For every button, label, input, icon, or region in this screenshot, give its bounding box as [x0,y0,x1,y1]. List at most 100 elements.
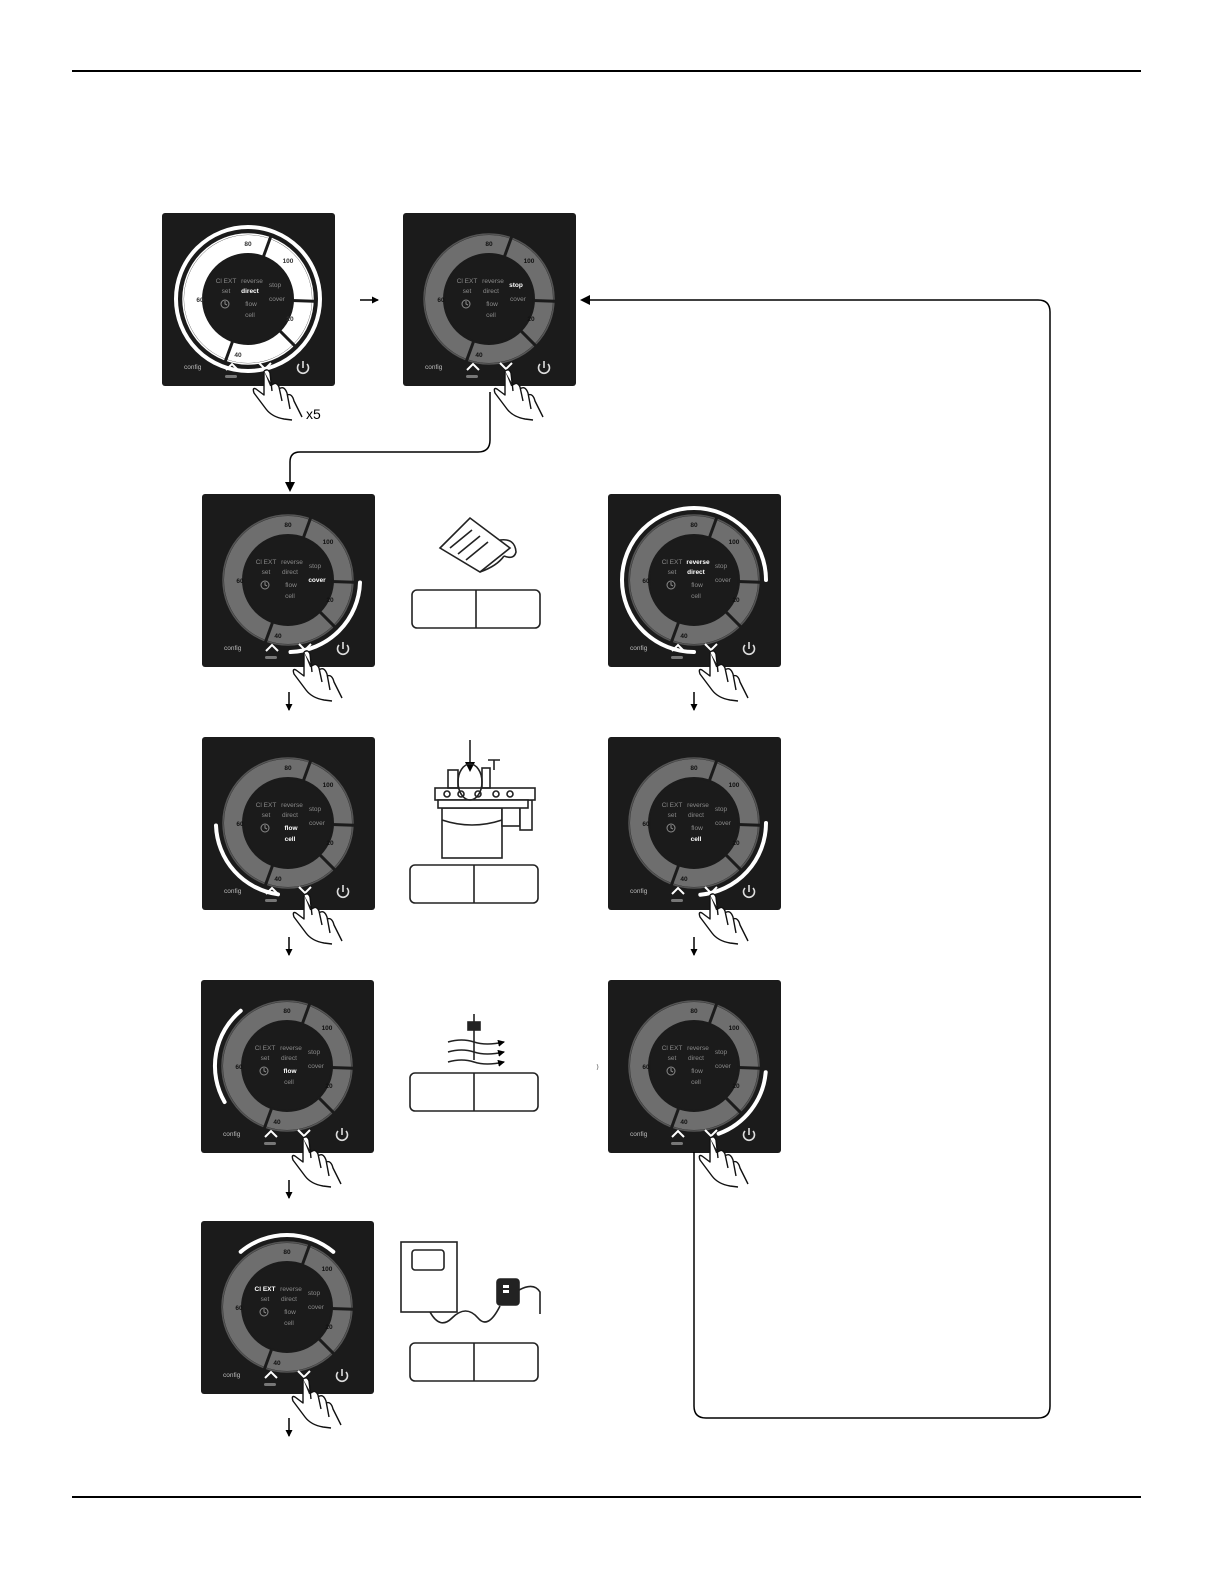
dial-number: 60 [642,821,650,828]
up-arrow-icon[interactable] [671,643,685,652]
mode-label: stop [308,1290,321,1297]
mode-label: stop [308,1049,321,1056]
mode-label: direct [688,812,704,819]
dial-center [244,536,332,624]
dial-separator [301,760,312,783]
arrow-p2-p3 [285,392,491,492]
mode-label: flow [284,1068,298,1075]
mode-label: reverse [687,1045,709,1052]
dial-number: 100 [323,782,334,789]
dial-center [244,779,332,867]
power-icon[interactable] [336,887,350,899]
dial-number: 100 [322,1025,333,1032]
dial-number: 80 [284,765,292,772]
mode-label: set [222,288,231,295]
probe-button-box [409,1342,539,1382]
config-button[interactable]: config [224,645,242,652]
config-button[interactable]: config [223,1372,241,1379]
up-arrow-icon[interactable] [264,1129,278,1138]
up-arrow-icon[interactable] [264,1370,278,1379]
loop-back-line [580,295,1051,1419]
mode-label: reverse [280,1286,302,1293]
power-icon[interactable] [742,644,756,656]
dial-outer-edge [423,233,555,365]
mode-label: cover [308,1063,325,1070]
up-arrow-icon[interactable] [225,362,239,371]
mode-label: set [668,569,677,576]
dial-center [204,255,292,343]
dial-number: 80 [284,522,292,529]
dial-highlight [212,1008,243,1104]
mode-label: cell [284,1079,294,1086]
config-button[interactable]: config [425,364,443,371]
mode-label: cell [285,836,296,843]
down-arrow-icon[interactable] [298,643,312,652]
power-icon[interactable] [296,363,310,375]
mode-label: Cl EXT [662,802,683,809]
power-icon[interactable] [336,644,350,656]
dial-center [445,255,533,343]
down-arrow-icon[interactable] [297,1129,311,1138]
dial-number: 100 [729,782,740,789]
power-icon[interactable] [537,363,551,375]
dial-outer-edge [628,1000,760,1132]
power-icon[interactable] [742,1130,756,1142]
dial-outer-edge [221,1241,353,1373]
up-arrow-icon[interactable] [671,1129,685,1138]
clock-icon [220,299,230,309]
dial-separator [737,823,761,827]
up-arrow-icon[interactable] [265,643,279,652]
config-button[interactable]: config [223,1131,241,1138]
config-button[interactable]: config [630,645,648,652]
mode-label: Cl EXT [256,559,277,566]
mode-label: set [262,812,271,819]
dial-separator [263,1106,274,1129]
mode-label: set [463,288,472,295]
down-arrow-icon[interactable] [298,886,312,895]
dial-number: 20 [732,840,740,847]
down-arrow-icon[interactable] [704,1129,718,1138]
config-button[interactable]: config [630,888,648,895]
dial-center [650,1022,738,1110]
up-arrow-icon[interactable] [265,886,279,895]
dial-number: 20 [286,316,294,323]
power-icon[interactable] [335,1130,349,1142]
mode-label: cover [308,577,326,584]
down-arrow-icon[interactable] [704,643,718,652]
dial-number: 40 [680,633,688,640]
dial-separator [519,329,537,347]
clock-icon [461,299,471,309]
down-arrow-icon[interactable] [258,362,272,371]
dial-number: 20 [325,1324,333,1331]
config-button[interactable]: config [184,364,202,371]
dial-separator [707,517,718,540]
up-arrow-icon[interactable] [466,362,480,371]
config-button[interactable]: config [630,1131,648,1138]
mode-label: flow [284,1309,296,1316]
dial-ring [184,235,312,363]
mode-label: stop [309,563,322,570]
mode-label: stop [309,806,322,813]
cover-icon [438,516,517,573]
power-icon[interactable] [742,887,756,899]
config-button[interactable]: config [224,888,242,895]
hand-pointer-icon [291,1136,342,1188]
power-icon[interactable] [335,1371,349,1383]
dial-number: 100 [323,539,334,546]
mode-label: Cl EXT [255,1286,276,1293]
down-arrow-icon[interactable] [704,886,718,895]
dial-center [650,779,738,867]
up-arrow-icon[interactable] [671,886,685,895]
mode-label: direct [281,1296,297,1303]
dial-number: 20 [326,840,334,847]
dial-separator [331,823,355,827]
mode-label: flow [691,1068,703,1075]
mode-label: cell [691,836,702,843]
mode-label: reverse [281,559,303,566]
down-arrow-icon[interactable] [499,362,513,371]
clock-icon [666,1066,676,1076]
down-arrow-icon[interactable] [297,1370,311,1379]
